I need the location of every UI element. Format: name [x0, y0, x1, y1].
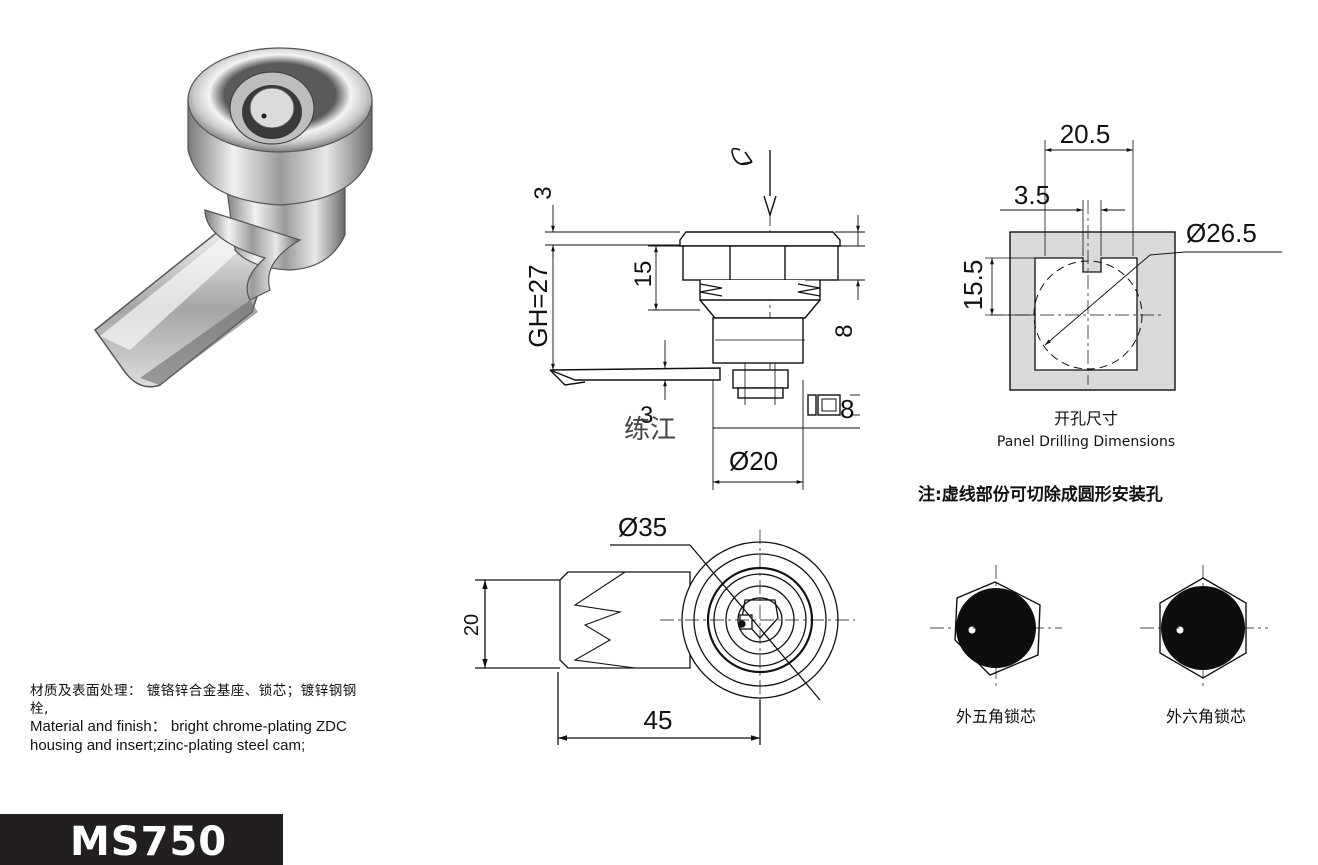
panel-cutout-drawing: [985, 140, 1282, 391]
material-cn-line2: 栓,: [30, 701, 49, 717]
pentagon-core-label: 外五角锁芯: [956, 707, 1036, 726]
panel-title-en: Panel Drilling Dimensions: [997, 434, 1175, 450]
hexagon-core-drawing: [1140, 565, 1268, 690]
model-banner: [0, 814, 283, 865]
pentagon-core-drawing: [930, 565, 1062, 690]
dim-8-right: 8: [831, 324, 858, 337]
product-photo: [93, 47, 373, 388]
dim-8-cam: 8: [840, 394, 854, 424]
material-en-line1: Material and finish： bright chrome-plati…: [30, 718, 347, 735]
dim-3-5: 3.5: [1014, 180, 1050, 210]
material-description: 材质及表面处理： 镀铬锌合金基座、锁芯；镀锌钢钢 栓, Material and…: [30, 682, 448, 755]
dim-dia35: Ø35: [618, 512, 667, 542]
model-number: MS750: [70, 819, 228, 865]
dim-15-5: 15.5: [958, 260, 988, 311]
panel-note: 注:虚线部份可切除成圆形安装孔: [918, 484, 1163, 505]
hexagon-core-label: 外六角锁芯: [1166, 707, 1246, 726]
watermark-text: 练江: [624, 415, 676, 445]
dim-45: 45: [644, 705, 673, 735]
side-view-drawing: [549, 147, 841, 416]
dim-top-3: 3: [530, 186, 557, 199]
front-view-drawing: [475, 530, 855, 745]
material-en-line2: housing and insert;zinc-plating steel ca…: [30, 736, 306, 754]
dim-3-bottom: 3: [640, 402, 653, 429]
dim-20-5: 20.5: [1060, 119, 1111, 149]
dim-15: 15: [630, 261, 657, 288]
dim-dia26-5: Ø26.5: [1186, 218, 1257, 248]
dim-gh-27: GH=27: [523, 264, 553, 347]
panel-title-cn: 开孔尺寸: [1054, 409, 1118, 428]
dim-dia20: Ø20: [729, 446, 778, 476]
material-cn-line1: 材质及表面处理： 镀铬锌合金基座、锁芯；镀锌钢钢: [30, 683, 357, 699]
dim-20-front: 20: [461, 614, 483, 636]
side-view-dimensions: [545, 205, 865, 490]
